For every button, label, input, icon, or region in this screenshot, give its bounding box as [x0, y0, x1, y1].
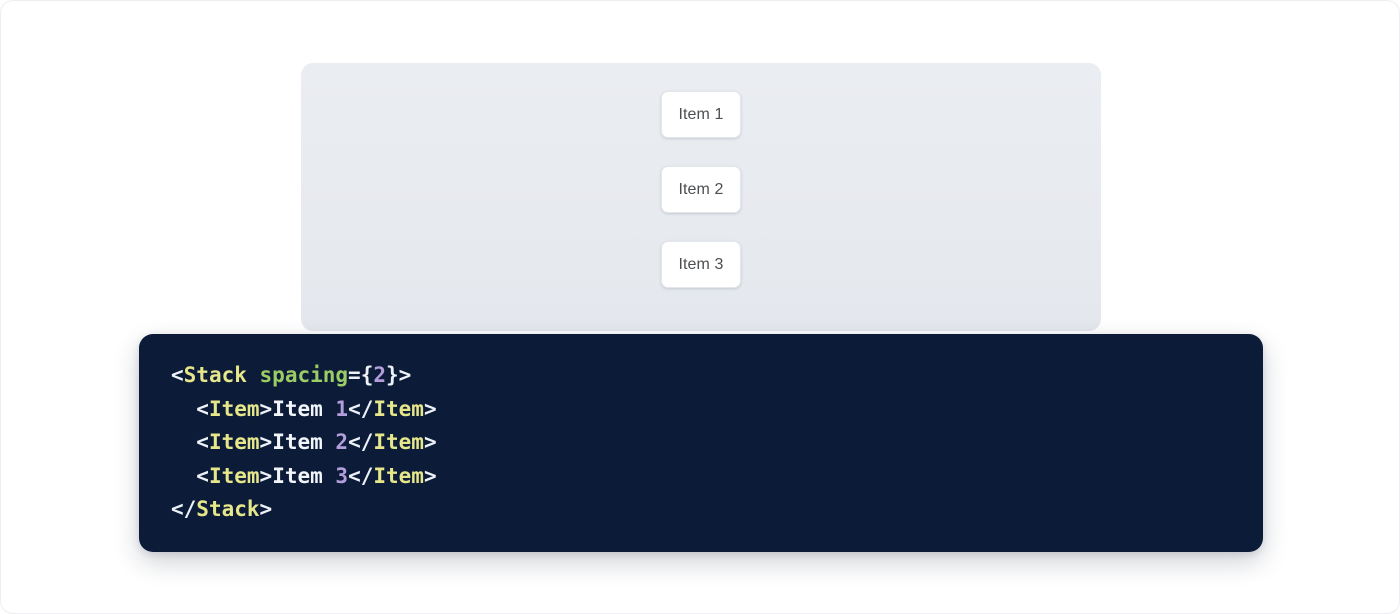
- code-token-punct: </: [348, 463, 374, 488]
- code-token-tag: Item: [208, 463, 260, 488]
- code-token-text: Item: [272, 463, 336, 488]
- code-token-punct: >: [259, 430, 273, 455]
- code-token-punct: >: [423, 430, 437, 455]
- code-token-punct: >: [259, 463, 273, 488]
- code-token-punct: [247, 363, 260, 387]
- code-token-punct: </: [348, 430, 374, 455]
- code-token-tag: Stack: [183, 363, 247, 387]
- stack-item-card[interactable]: Item 3: [661, 241, 741, 288]
- code-token-tag: Item: [373, 396, 424, 421]
- code-token-punct: >: [423, 463, 437, 488]
- code-snippet-text: <Stack spacing={2}> <Item>Item 1</Item> …: [171, 359, 1263, 527]
- code-token-punct: <: [196, 396, 209, 421]
- code-token-punct: >: [259, 396, 273, 421]
- code-token-punct: }>: [386, 363, 412, 387]
- code-token-num: 3: [335, 463, 349, 488]
- code-token-punct: </: [348, 396, 374, 421]
- code-token-punct: >: [423, 396, 437, 421]
- code-token-punct: <: [171, 363, 184, 387]
- code-token-punct: >: [259, 497, 273, 522]
- code-token-text: Item: [272, 396, 336, 421]
- code-token-tag: Item: [373, 430, 424, 455]
- code-token-attr: spacing: [259, 363, 349, 387]
- stack-item-label: Item 1: [678, 105, 724, 123]
- code-token-tag: Item: [208, 430, 260, 455]
- code-token-punct: ={: [348, 363, 374, 387]
- code-token-punct: </: [171, 497, 197, 522]
- code-token-punct: <: [196, 463, 209, 488]
- stack-item-card[interactable]: Item 2: [661, 166, 741, 213]
- code-token-punct: <: [196, 430, 209, 455]
- stack-item-label: Item 3: [678, 255, 724, 273]
- component-preview-panel: Item 1 Item 2 Item 3: [301, 63, 1101, 331]
- code-token-num: 1: [335, 396, 349, 421]
- code-token-num: 2: [373, 363, 386, 387]
- stack-item-card[interactable]: Item 1: [661, 91, 741, 138]
- stack-item-label: Item 2: [678, 180, 724, 198]
- code-token-tag: Item: [208, 396, 260, 421]
- code-snippet-block[interactable]: <Stack spacing={2}> <Item>Item 1</Item> …: [139, 334, 1263, 552]
- stack-container: Item 1 Item 2 Item 3: [661, 91, 741, 288]
- code-token-text: Item: [272, 430, 336, 455]
- code-token-num: 2: [335, 430, 349, 455]
- code-token-tag: Stack: [196, 497, 260, 522]
- code-token-tag: Item: [373, 463, 424, 488]
